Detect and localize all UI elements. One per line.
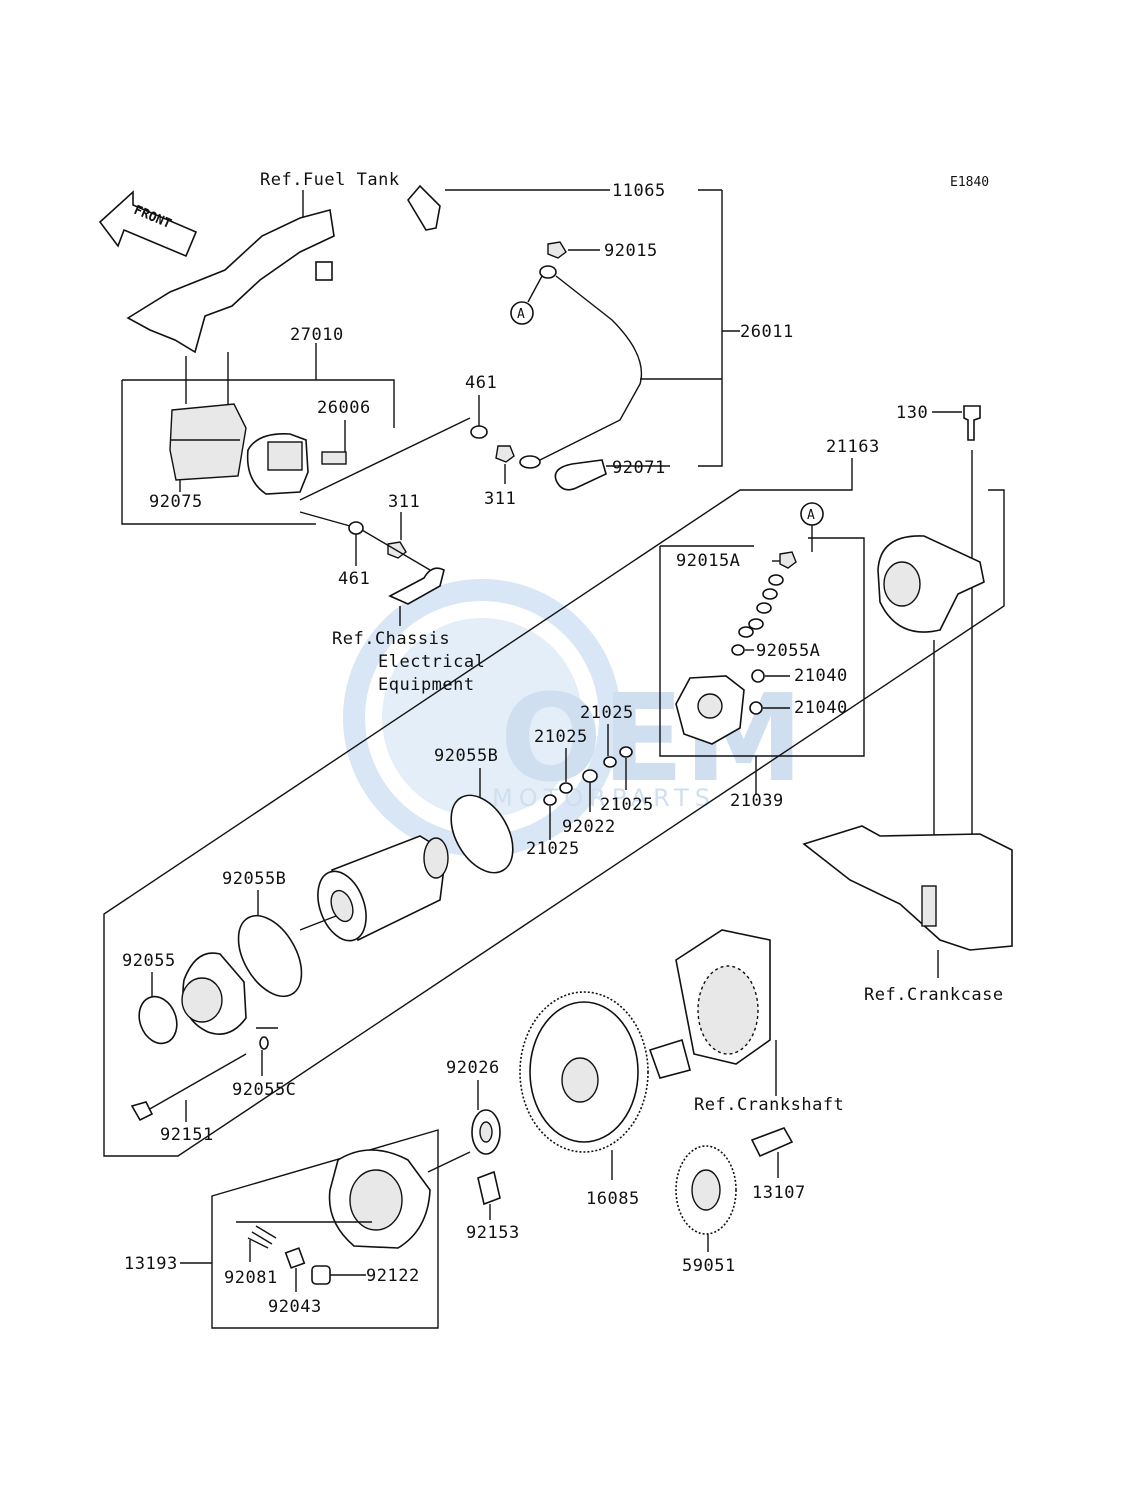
part-27010[interactable]: 27010	[290, 325, 344, 345]
ref-chassis: Ref.Chassis Electrical Equipment	[332, 606, 485, 695]
part-21025-right[interactable]: 21025	[600, 795, 654, 815]
part-92055C[interactable]: 92055C	[232, 1080, 296, 1100]
part-16085[interactable]: 16085	[586, 1189, 640, 1209]
ref-chassis-line3: Equipment	[378, 675, 475, 695]
front-arrow-icon: FRONT	[98, 190, 198, 258]
part-92075[interactable]: 92075	[149, 492, 203, 512]
part-311-lower[interactable]: 311	[388, 492, 420, 512]
part-92151[interactable]: 92151	[160, 1125, 214, 1145]
fuel-tank-bracket: Ref.Fuel Tank	[126, 170, 400, 404]
starter-relay-group: 27010 92075 26006	[121, 325, 471, 527]
starter-cover-group: 130 21163	[103, 403, 1005, 1157]
idler-gear: 59051 13107	[675, 1127, 806, 1276]
part-92015A[interactable]: 92015A	[676, 551, 740, 571]
part-311-upper[interactable]: 311	[484, 489, 516, 509]
washers-group: 21025 21025 21025 92022 21025	[526, 703, 654, 859]
part-92026[interactable]: 92026	[446, 1058, 500, 1078]
part-59051[interactable]: 59051	[682, 1256, 736, 1276]
part-21025-bottom[interactable]: 21025	[526, 839, 580, 859]
watermark-sub: MOTORPARTS	[492, 784, 716, 812]
callout-a-top: A	[517, 307, 525, 322]
part-92122[interactable]: 92122	[366, 1266, 420, 1286]
part-11065[interactable]: 11065	[612, 181, 666, 201]
starter-clutch-gear: 16085 92026	[446, 991, 649, 1209]
part-21163[interactable]: 21163	[826, 437, 880, 457]
part-461-upper[interactable]: 461	[465, 373, 497, 393]
part-13193[interactable]: 13193	[124, 1254, 178, 1274]
part-92022[interactable]: 92022	[562, 817, 616, 837]
starter-motor: 92055B 92055B	[222, 746, 514, 998]
part-92015[interactable]: 92015	[604, 241, 658, 261]
part-92055B-lower[interactable]: 92055B	[222, 869, 286, 889]
part-130[interactable]: 130	[896, 403, 928, 423]
end-cover-group: 92055 92055C 92151	[122, 951, 296, 1145]
brush-holder-group: A 92015A 92055A 21040 21040 21039	[659, 502, 865, 811]
part-92055B-upper[interactable]: 92055B	[434, 746, 498, 766]
terminal-hardware: 461 311 311 461	[338, 373, 516, 605]
part-26011[interactable]: 26011	[740, 322, 794, 342]
part-461-lower[interactable]: 461	[338, 569, 370, 589]
oneway-clutch-group: 13193 92081 92043 92122 92153	[124, 1129, 520, 1329]
part-92055A[interactable]: 92055A	[756, 641, 820, 661]
part-92081[interactable]: 92081	[224, 1268, 278, 1288]
callout-a-right: A	[807, 508, 815, 523]
part-92071[interactable]: 92071	[612, 458, 666, 478]
ref-crankshaft-label: Ref.Crankshaft	[694, 1095, 844, 1115]
part-21025-left[interactable]: 21025	[534, 727, 588, 747]
part-21039[interactable]: 21039	[730, 791, 784, 811]
ref-chassis-line2: Electrical	[378, 652, 485, 672]
part-13107[interactable]: 13107	[752, 1183, 806, 1203]
ref-crankcase: Ref.Crankcase	[802, 825, 1013, 1005]
part-92043[interactable]: 92043	[268, 1297, 322, 1317]
part-21025-top[interactable]: 21025	[580, 703, 634, 723]
part-92055[interactable]: 92055	[122, 951, 176, 971]
ref-crankcase-label: Ref.Crankcase	[864, 985, 1004, 1005]
part-21040-upper[interactable]: 21040	[794, 666, 848, 686]
watermark-brand: OEM	[500, 670, 803, 809]
ref-fuel-tank: Ref.Fuel Tank	[260, 170, 400, 190]
starter-cable: 11065 92015 A 92071 26011	[407, 181, 794, 491]
part-21040-lower[interactable]: 21040	[794, 698, 848, 718]
diagram-code: E1840	[950, 175, 989, 190]
crankshaft: Ref.Crankshaft	[648, 929, 844, 1115]
part-26006[interactable]: 26006	[317, 398, 371, 418]
ref-chassis-line1: Ref.Chassis	[332, 629, 450, 649]
part-92153[interactable]: 92153	[466, 1223, 520, 1243]
